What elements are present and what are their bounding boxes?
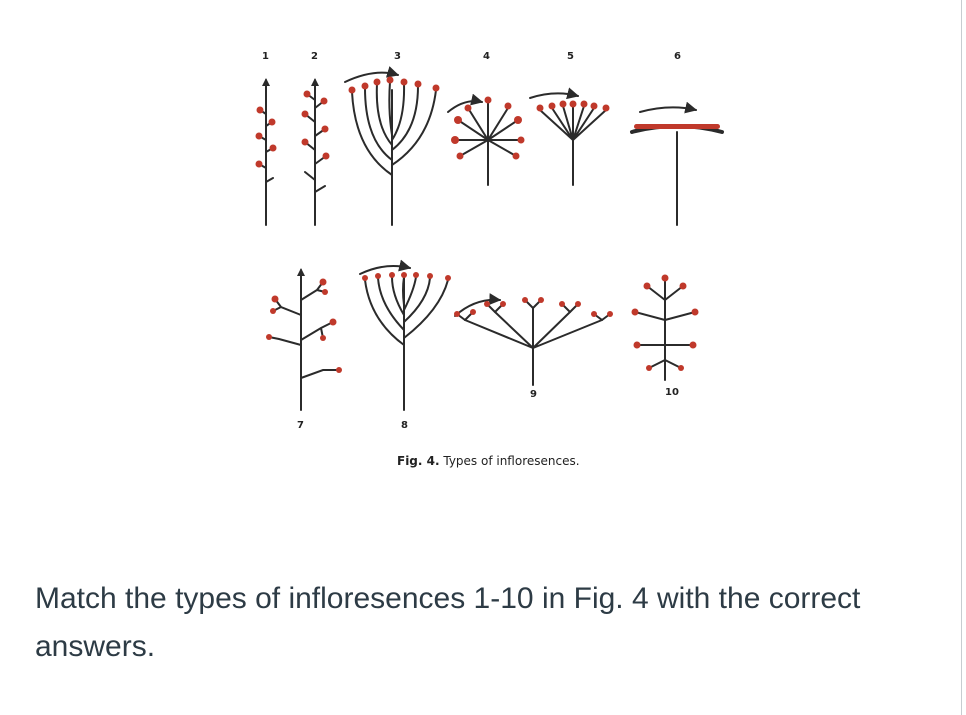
label-2: 2: [311, 51, 318, 62]
inflorescence-3: [344, 66, 437, 226]
label-1: 1: [262, 51, 269, 62]
inflorescence-figure: 1 2 3 4 5 6 7 8 9 10: [255, 51, 724, 468]
label-9: 9: [530, 389, 537, 400]
inflorescence-8: [359, 259, 449, 411]
content-edge-divider: [961, 0, 962, 715]
label-8: 8: [401, 420, 408, 431]
inflorescence-4: [447, 93, 522, 186]
inflorescence-7: [268, 268, 340, 411]
figure-caption-text: Types of infloresences.: [439, 454, 580, 468]
label-10: 10: [665, 387, 679, 398]
figure-caption: Fig. 4. Types of infloresences.: [397, 454, 580, 468]
question-text: Match the types of infloresences 1-10 in…: [35, 582, 861, 663]
figure-caption-number: Fig. 4.: [397, 454, 440, 468]
label-5: 5: [567, 51, 574, 62]
inflorescence-diagram: [255, 66, 724, 411]
inflorescence-10: [634, 277, 696, 381]
label-4: 4: [483, 51, 490, 62]
label-3: 3: [394, 51, 401, 62]
inflorescence-2: [304, 78, 327, 226]
inflorescence-9: [454, 293, 611, 386]
inflorescence-1: [258, 78, 274, 226]
label-6: 6: [674, 51, 681, 62]
inflorescence-5: [529, 87, 607, 186]
label-7: 7: [297, 420, 304, 431]
